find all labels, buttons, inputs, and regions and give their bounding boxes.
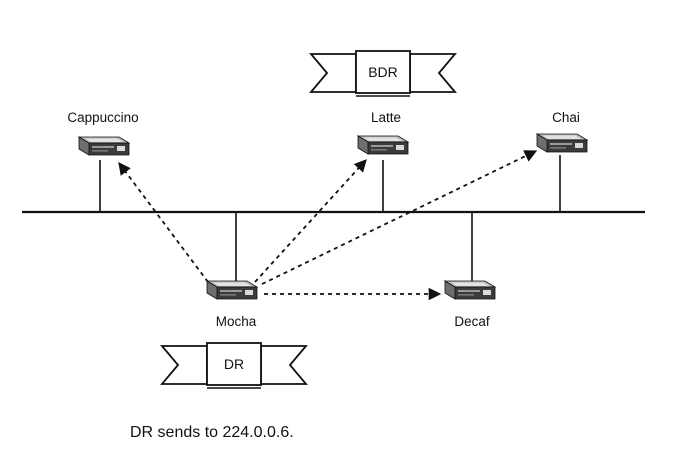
arrow-to-chai — [261, 150, 538, 285]
bdr-label: BDR — [368, 64, 398, 80]
dr-banner: DR — [160, 342, 308, 389]
router-icon-cappuccino — [78, 136, 130, 156]
router-icon-latte — [357, 135, 409, 155]
router-icon-chai — [536, 133, 588, 153]
arrow-to-latte — [254, 159, 367, 283]
router-label-cappuccino: Cappuccino — [67, 110, 139, 125]
router-label-mocha: Mocha — [215, 314, 257, 329]
router-icon-mocha — [206, 280, 258, 300]
dr-label: DR — [224, 356, 244, 372]
caption: DR sends to 224.0.0.6. — [130, 424, 294, 441]
router-label-latte: Latte — [370, 110, 402, 125]
router-label-decaf: Decaf — [454, 314, 490, 329]
arrow-to-cappuccino — [118, 161, 209, 283]
router-icon-decaf — [444, 280, 496, 300]
bdr-banner: BDR — [309, 50, 457, 97]
router-label-chai: Chai — [552, 110, 580, 125]
